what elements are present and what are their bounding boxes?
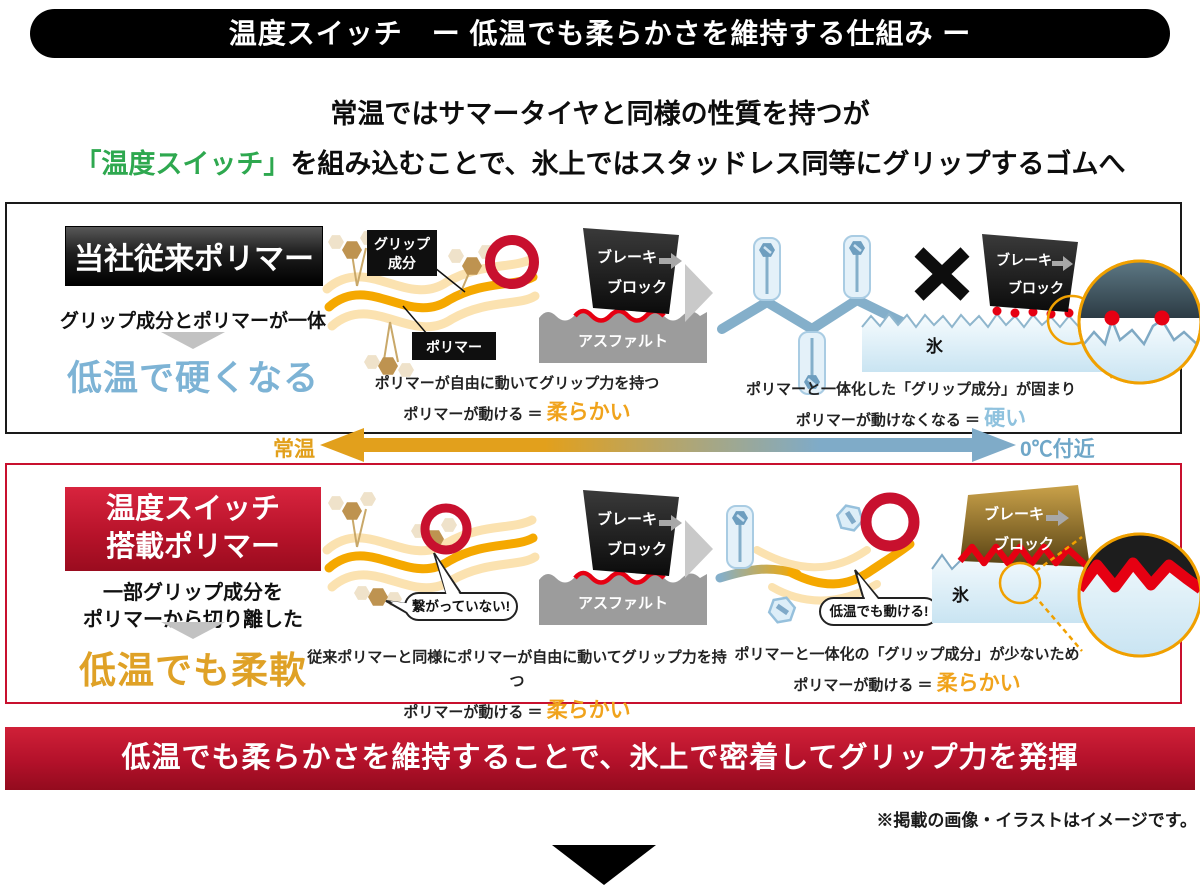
svg-text:ポリマー: ポリマー: [426, 339, 482, 355]
svg-text:ブロック: ブロック: [607, 278, 667, 296]
svg-text:グリップ: グリップ: [374, 236, 431, 252]
switch-polymer-panel: 繋がっていない! ブレーキ ブロック アスファルト: [5, 463, 1200, 722]
svg-text:ブレーキ: ブレーキ: [996, 252, 1052, 268]
grip-component-cluster: [364, 321, 414, 377]
frozen-polymer-illustration: [717, 234, 907, 396]
brake-direction-arrow-icon: [1052, 256, 1073, 271]
intro-line2: 「温度スイッチ」を組み込むことで、氷上ではスタッドレス同等にグリップするゴムへ: [0, 142, 1200, 181]
switch-cold-caption: ポリマーと一体化の「グリップ成分」が少ないため ポリマーが動ける ＝ 柔らかい: [734, 646, 1080, 695]
switch-label: 温度スイッチ 搭載ポリマー: [65, 487, 321, 571]
conventional-label: 当社従来ポリマー: [65, 226, 323, 286]
svg-text:ブロック: ブロック: [1008, 280, 1064, 296]
svg-text:アスファルト: アスファルト: [578, 595, 668, 612]
grip-contact-line: [573, 570, 666, 585]
svg-text:ブロック: ブロック: [607, 540, 667, 558]
warm-polymer-illustration: [322, 231, 540, 377]
ice-surface: [862, 314, 1102, 372]
x-mark-icon: [914, 247, 970, 301]
conclusion-banner: 低温でも柔らかさを維持することで、氷上で密着してグリップ力を発揮: [5, 727, 1195, 790]
svg-text:ブレーキ: ブレーキ: [597, 248, 657, 266]
tire-block: [982, 234, 1078, 312]
grip-contact-zigzag: [957, 543, 1093, 572]
switch-description: 一部グリップ成分を ポリマーから切り離した: [83, 582, 303, 631]
polymer-strand: [787, 539, 915, 589]
attached-grip-cluster: [328, 492, 376, 548]
asphalt-braking-illustration: ブレーキ ブロック アスファルト: [539, 490, 707, 625]
magnifier-detail-good: [1077, 532, 1200, 658]
not-connected-bubble: 繋がっていない!: [385, 552, 518, 621]
svg-text:ブロック: ブロック: [994, 535, 1054, 553]
intro-line1: 常温ではサマータイヤと同様の性質を持つが: [330, 99, 870, 129]
svg-text:低温でも動ける!: 低温でも動ける!: [829, 603, 929, 619]
down-triangle-icon: [161, 332, 225, 349]
svg-text:氷: 氷: [926, 336, 944, 356]
asphalt-surface: [539, 311, 707, 363]
disclaimer-note: ※掲載の画像・イラストはイメージです。: [876, 811, 1197, 830]
conventional-polymer-panel: グリップ 成分 ポリマー ブレーキ ブロック アスファルト: [5, 202, 1200, 434]
temperature-gradient-arrow: [320, 428, 1016, 462]
switch-warm-polymer-illustration: 繋がっていない!: [322, 492, 540, 621]
svg-text:氷: 氷: [952, 585, 970, 605]
intro-highlight: 「温度スイッチ」: [74, 149, 291, 179]
brake-direction-arrow-icon: [659, 515, 682, 531]
intro-rest: を組み込むことで、氷上ではスタッドレス同等にグリップするゴムへ: [290, 149, 1126, 179]
grip-contact-line: [573, 308, 666, 323]
good-circle-icon: [485, 235, 539, 289]
good-circle-icon: [420, 503, 472, 555]
down-triangle-icon: [552, 845, 656, 885]
tire-block: [583, 490, 679, 576]
frozen-strand: [717, 295, 907, 334]
axis-warm-label: 常温: [273, 438, 315, 461]
magnifier-target-circle: [998, 561, 1042, 605]
grip-component-label: グリップ 成分: [367, 230, 466, 293]
svg-text:ブレーキ: ブレーキ: [597, 510, 657, 528]
page-title: 温度スイッチ ー 低温でも柔らかさを維持する仕組み ー: [30, 9, 1170, 58]
polymer-label: ポリマー: [402, 305, 496, 360]
tire-block: [583, 228, 679, 314]
svg-text:ブレーキ: ブレーキ: [984, 505, 1044, 523]
asphalt-braking-illustration: ブレーキ ブロック アスファルト: [539, 228, 707, 363]
right-arrow-icon: [685, 264, 713, 322]
brake-direction-arrow-icon: [659, 253, 682, 269]
asphalt-surface: [539, 573, 707, 625]
cold-flexible-polymer-illustration: 低温でも動ける!: [715, 504, 939, 626]
grip-component-cluster: [328, 231, 376, 287]
conventional-cold-caption: ポリマーと一体化した「グリップ成分」が固まり ポリマーが動けなくなる ＝ 硬い: [745, 381, 1076, 430]
magnifier-detail-bad: [1077, 259, 1200, 385]
svg-text:繋がっていない!: 繋がっていない!: [412, 598, 510, 614]
good-circle-icon: [860, 492, 920, 552]
brake-direction-arrow-icon: [1046, 510, 1069, 526]
conventional-warm-caption: ポリマーが自由に動いてグリップ力を持つ ポリマーが動ける ＝ 柔らかい: [374, 375, 660, 424]
ice-braking-bad-illustration: ブレーキ ブロック 氷: [861, 234, 1200, 385]
switch-warm-caption: 従来ポリマーと同様にポリマーが自由に動いてグリップ力を持つ ポリマーが動ける ＝…: [307, 649, 727, 722]
axis-cold-label: 0℃付近: [1020, 438, 1095, 461]
conventional-result: 低温で硬くなる: [66, 359, 319, 398]
right-arrow-icon: [685, 520, 713, 578]
ice-braking-good-illustration: ブレーキ ブロック 氷: [931, 485, 1200, 658]
down-triangle-icon: [161, 622, 225, 639]
svg-text:アスファルト: アスファルト: [578, 333, 668, 350]
switch-diagram: 繋がっていない! ブレーキ ブロック アスファルト: [322, 485, 1200, 658]
svg-text:成分: 成分: [388, 255, 416, 271]
moves-in-cold-bubble: 低温でも動ける!: [819, 569, 939, 626]
conventional-diagram: グリップ 成分 ポリマー ブレーキ ブロック アスファルト: [322, 228, 1200, 396]
switch-result: 低温でも柔軟: [79, 650, 307, 691]
conventional-description: グリップ成分とポリマーが一体: [59, 311, 326, 332]
